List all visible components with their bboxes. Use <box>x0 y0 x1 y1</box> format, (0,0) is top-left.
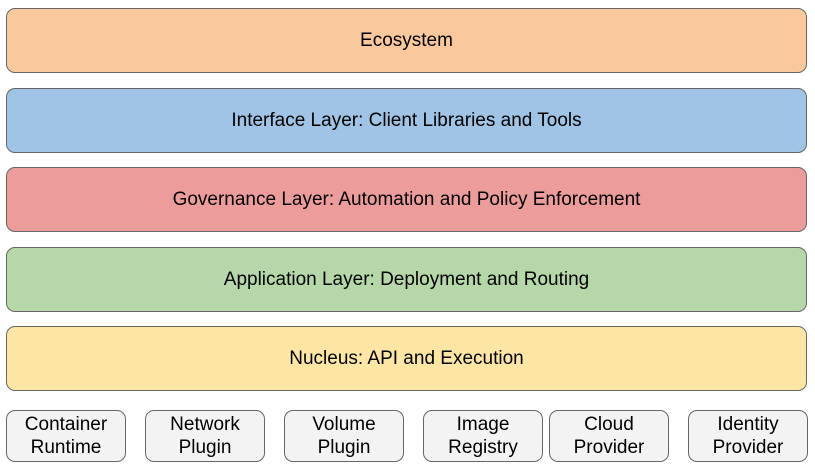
plugin-label-line2: Provider <box>712 437 784 458</box>
plugin-label-line1: Cloud <box>584 414 634 435</box>
layer-ecosystem: Ecosystem <box>6 8 807 73</box>
layer-label: Nucleus: API and Execution <box>289 347 524 369</box>
plugin-identity-provider: Identity Provider <box>688 410 808 462</box>
plugin-label-line2: Registry <box>448 437 518 458</box>
layer-label: Interface Layer: Client Libraries and To… <box>231 109 582 131</box>
layer-interface: Interface Layer: Client Libraries and To… <box>6 88 807 153</box>
layer-nucleus: Nucleus: API and Execution <box>6 326 807 391</box>
plugin-network: Network Plugin <box>145 410 265 462</box>
layer-application: Application Layer: Deployment and Routin… <box>6 247 807 312</box>
plugin-label-line1: Container <box>24 414 108 435</box>
plugin-label-line1: Image <box>456 414 510 435</box>
layer-label: Application Layer: Deployment and Routin… <box>223 268 590 290</box>
plugin-label-line2: Plugin <box>317 437 371 458</box>
layer-label: Ecosystem <box>360 29 453 51</box>
plugin-label-line2: Runtime <box>30 437 102 458</box>
plugin-label-line1: Identity <box>717 414 779 435</box>
layer-governance: Governance Layer: Automation and Policy … <box>6 167 807 232</box>
plugin-container-runtime: Container Runtime <box>6 410 126 462</box>
plugin-label-line1: Volume <box>312 414 376 435</box>
plugin-volume: Volume Plugin <box>284 410 404 462</box>
plugin-label-line2: Plugin <box>178 437 232 458</box>
plugin-cloud-provider: Cloud Provider <box>549 410 669 462</box>
plugin-label-line2: Provider <box>573 437 645 458</box>
plugin-label-line1: Network <box>170 414 240 435</box>
layer-label: Governance Layer: Automation and Policy … <box>172 188 641 210</box>
plugin-image-registry: Image Registry <box>423 410 543 462</box>
